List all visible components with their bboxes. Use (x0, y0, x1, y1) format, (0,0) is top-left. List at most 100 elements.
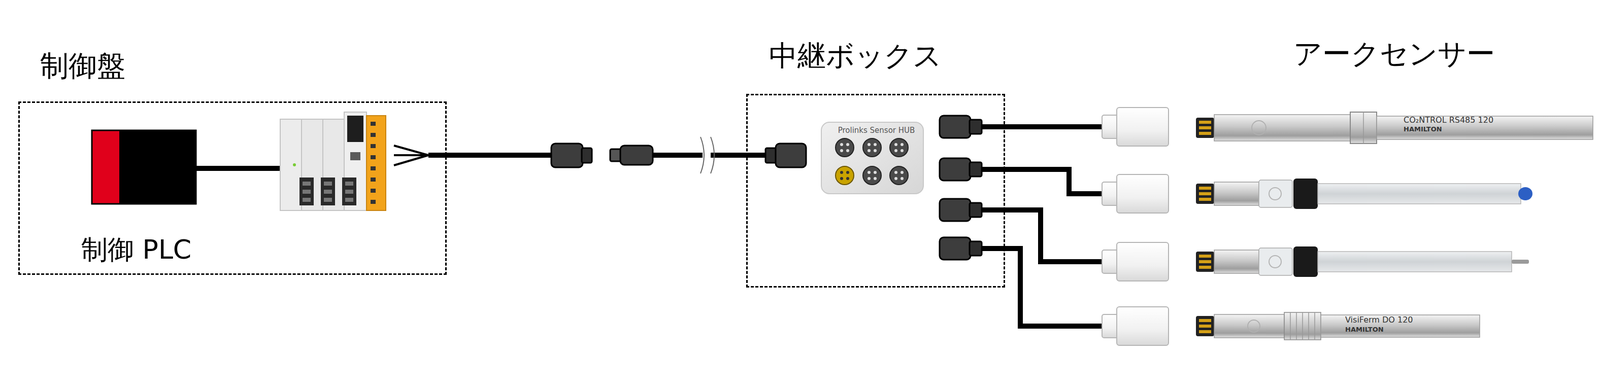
hub-port (840, 177, 844, 181)
break-mark (700, 137, 715, 174)
node-label: 制御 PLC (81, 235, 192, 265)
cable-cap (1102, 250, 1119, 274)
hub-port (900, 149, 904, 153)
sensor-probe (1214, 114, 1351, 142)
hub-port (867, 177, 871, 181)
hub-port (867, 143, 871, 147)
sensor-probe (1269, 187, 1282, 200)
sensor-probe (1518, 187, 1533, 201)
cable-cap (1116, 107, 1169, 147)
hub-port (862, 166, 882, 185)
cable-cap (1102, 115, 1119, 139)
sensor-probe (1198, 120, 1212, 124)
plc-illustration (280, 112, 386, 211)
sensor-probe (1269, 255, 1282, 269)
female-connector (551, 143, 583, 168)
box-heading: 中継ボックス (769, 40, 942, 72)
hub-port (873, 143, 877, 147)
sensor-probe (1195, 178, 1533, 210)
plc-illustration (299, 177, 314, 206)
sensor-probe (1317, 183, 1521, 205)
cable-fan (393, 154, 429, 157)
hub-port (867, 171, 871, 175)
plc-illustration (345, 189, 354, 194)
hub-port (873, 149, 877, 153)
sensor-probe (1198, 197, 1212, 202)
sensor-cable (981, 124, 1103, 130)
hub-port (894, 143, 898, 147)
cable-gap (806, 148, 821, 163)
output-connector (939, 115, 971, 139)
cable-fan (393, 145, 429, 166)
plc-illustration (370, 188, 376, 193)
sensor-probe (1198, 186, 1212, 190)
plc-illustration (302, 197, 311, 203)
plc-illustration (370, 200, 376, 205)
sensor-probe (1511, 259, 1529, 264)
sensor-probe (1198, 131, 1212, 136)
cable-cap (1102, 314, 1119, 339)
device-cable (195, 168, 283, 170)
sensor-probe (1198, 265, 1212, 270)
control-device (91, 130, 120, 205)
plc-illustration (345, 181, 354, 186)
hub-port (840, 149, 844, 153)
cable-cap (1102, 182, 1119, 206)
female-connector (765, 143, 807, 168)
sensor-probe (1198, 319, 1212, 323)
sensor-cable (981, 169, 1103, 194)
sensor-probe (1258, 248, 1293, 276)
box-heading: 制御盤 (40, 50, 126, 82)
sensor-probe (1198, 192, 1212, 196)
sensor-probe (1214, 182, 1259, 206)
sensor-probe (1293, 246, 1318, 278)
hub-port (889, 138, 909, 157)
sensor-cable (981, 210, 1103, 262)
plc-unit: 制御 PLC (81, 119, 429, 270)
sensor-probe (1195, 117, 1215, 139)
female-connector (581, 148, 592, 163)
product-marking: CO₂NTROL RS485 120 (1403, 115, 1494, 125)
hub-port (894, 171, 898, 175)
hub-port (846, 143, 850, 147)
male-connector (610, 145, 653, 165)
sensor-probe (1214, 250, 1259, 274)
female-connector (551, 143, 592, 168)
sensor-probe (1314, 312, 1316, 341)
section-heading: アークセンサー (1293, 37, 1495, 71)
output-connector (969, 162, 982, 177)
plc-illustration (366, 115, 386, 211)
hub-port (894, 177, 898, 181)
break-mark (710, 137, 715, 174)
sensor-probe (1258, 180, 1293, 208)
sensor-probe (1198, 330, 1212, 334)
output-connector (969, 241, 982, 256)
plc-illustration (280, 119, 302, 211)
cable-fan (393, 145, 429, 166)
brand-marking: HAMILTON (1403, 125, 1443, 134)
node-label: Prolinks Sensor HUB (821, 126, 932, 136)
cable-cap (1102, 107, 1169, 346)
hub-port (846, 171, 850, 175)
output-connector (939, 237, 971, 260)
output-connector (939, 158, 971, 181)
sensor-probe (1195, 112, 1593, 144)
hub-port (900, 171, 904, 175)
cable-cap (1116, 242, 1169, 282)
plc-illustration (370, 121, 376, 126)
sensor-probe (1198, 324, 1212, 328)
sensor-probe (1198, 126, 1212, 130)
output-connector (969, 119, 982, 135)
break-mark (700, 137, 705, 174)
hub-port (835, 138, 909, 185)
sensor-probe (1195, 183, 1215, 205)
hub-port (840, 143, 844, 147)
plc-illustration (342, 177, 357, 206)
sensor-cable (981, 126, 1103, 327)
sensor-probe (1195, 312, 1480, 341)
sensor-probe (1317, 251, 1512, 273)
hub-port (900, 177, 904, 181)
cable-cap (1116, 174, 1169, 214)
device-cable (195, 165, 283, 172)
sensor-probe (1308, 312, 1310, 341)
